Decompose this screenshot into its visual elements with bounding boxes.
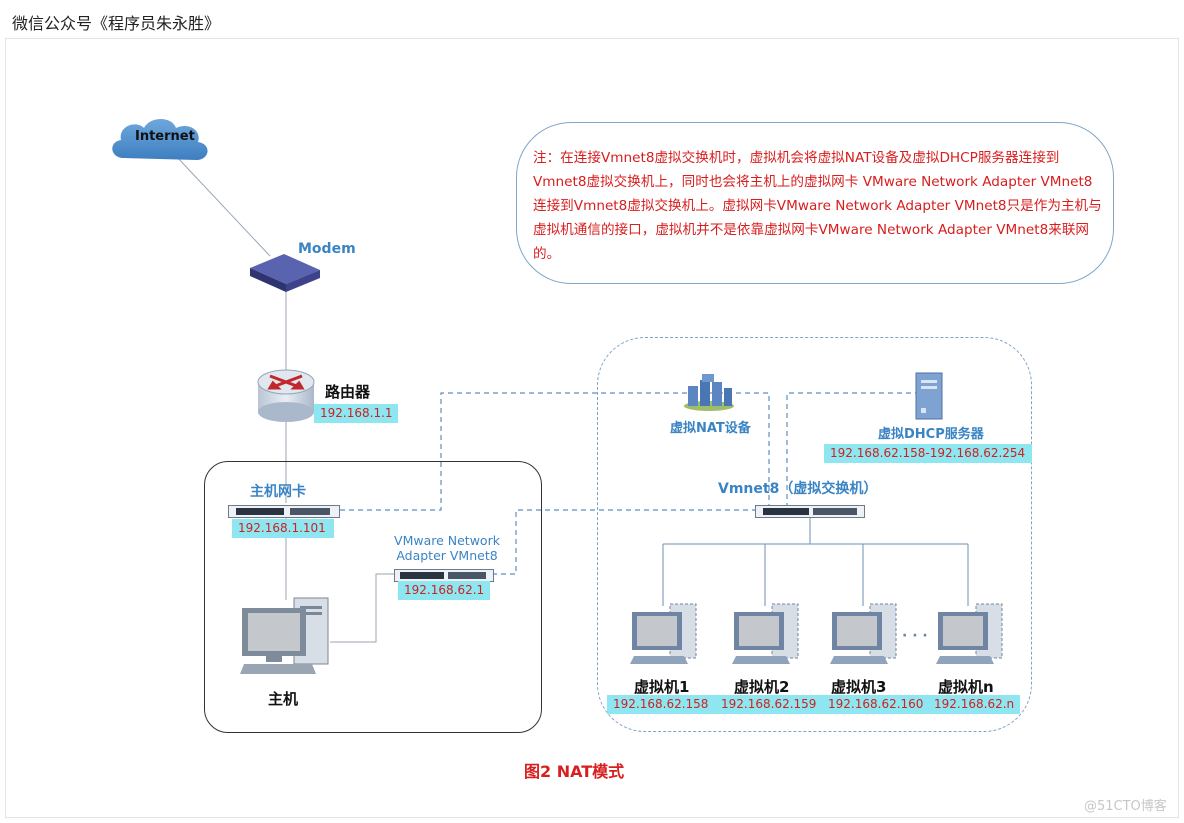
router-ip-label: 192.168.1.1	[314, 404, 398, 423]
dhcp-server-ip-range: 192.168.62.158-192.168.62.254	[824, 444, 1032, 463]
internet-label: Internet	[135, 129, 195, 144]
vmn-ip-label: 192.168.62.n	[928, 695, 1020, 714]
vmnet8-adapter-icon	[394, 567, 494, 582]
vswitch-icon	[755, 503, 865, 518]
adapter-switch-dashed-link	[492, 509, 757, 575]
dhcp-server-icon	[915, 372, 943, 420]
note-text: 注：在连接Vmnet8虚拟交换机时，虚拟机会将虚拟NAT设备及虚拟DHCP服务器…	[533, 150, 1102, 262]
nat-device-label: 虚拟NAT设备	[670, 421, 751, 436]
vm1-ip-label: 192.168.62.158	[607, 695, 715, 714]
vm3-label: 虚拟机3	[831, 678, 887, 696]
host-computer-icon	[240, 596, 336, 676]
nic-nat-dashed-link	[340, 392, 770, 511]
vm2-label: 虚拟机2	[734, 678, 790, 696]
vmnet8-adapter-ip-label: 192.168.62.1	[398, 581, 490, 600]
watermark-title: 微信公众号《程序员朱永胜》	[12, 14, 221, 33]
dhcp-server-label: 虚拟DHCP服务器	[878, 427, 984, 442]
router-label: 路由器	[325, 383, 371, 401]
note-box	[516, 122, 1114, 284]
virtual-network-area	[597, 337, 1032, 732]
vmnet8-adapter-label-line2: Adapter VMnet8	[396, 548, 498, 563]
footer-watermark: @51CTO博客	[1084, 799, 1167, 814]
modem-icon	[248, 248, 322, 294]
host-nic-icon	[228, 503, 340, 518]
vm3-computer-icon	[830, 602, 900, 666]
vm2-computer-icon	[732, 602, 802, 666]
vm2-ip-label: 192.168.62.159	[715, 695, 823, 714]
vm3-ip-label: 192.168.62.160	[822, 695, 930, 714]
vm1-computer-icon	[630, 602, 700, 666]
host-label: 主机	[268, 690, 299, 708]
router-icon	[256, 366, 316, 424]
internet-modem-link	[175, 155, 271, 257]
modem-label: Modem	[298, 241, 356, 257]
vmn-computer-icon	[936, 602, 1006, 666]
vm1-label: 虚拟机1	[634, 678, 690, 696]
host-machine-area	[204, 461, 542, 733]
internet-cloud-icon	[104, 112, 214, 168]
host-adapter-link	[330, 573, 398, 643]
vmnet8-adapter-label-line1: VMware Network	[394, 533, 500, 548]
vswitch-label: Vmnet8（虚拟交换机）	[718, 481, 878, 497]
vm-ellipsis: · · ·	[902, 628, 928, 644]
host-nic-label: 主机网卡	[250, 484, 306, 500]
vmn-label: 虚拟机n	[938, 678, 994, 696]
nat-device-icon	[682, 372, 736, 412]
diagram-frame	[5, 38, 1179, 818]
figure-caption: 图2 NAT模式	[524, 762, 625, 781]
host-nic-ip-label: 192.168.1.101	[232, 519, 334, 538]
vmnet8-adapter-label: VMware Network Adapter VMnet8	[392, 533, 502, 563]
switch-dhcp-dashed-link	[786, 392, 928, 508]
